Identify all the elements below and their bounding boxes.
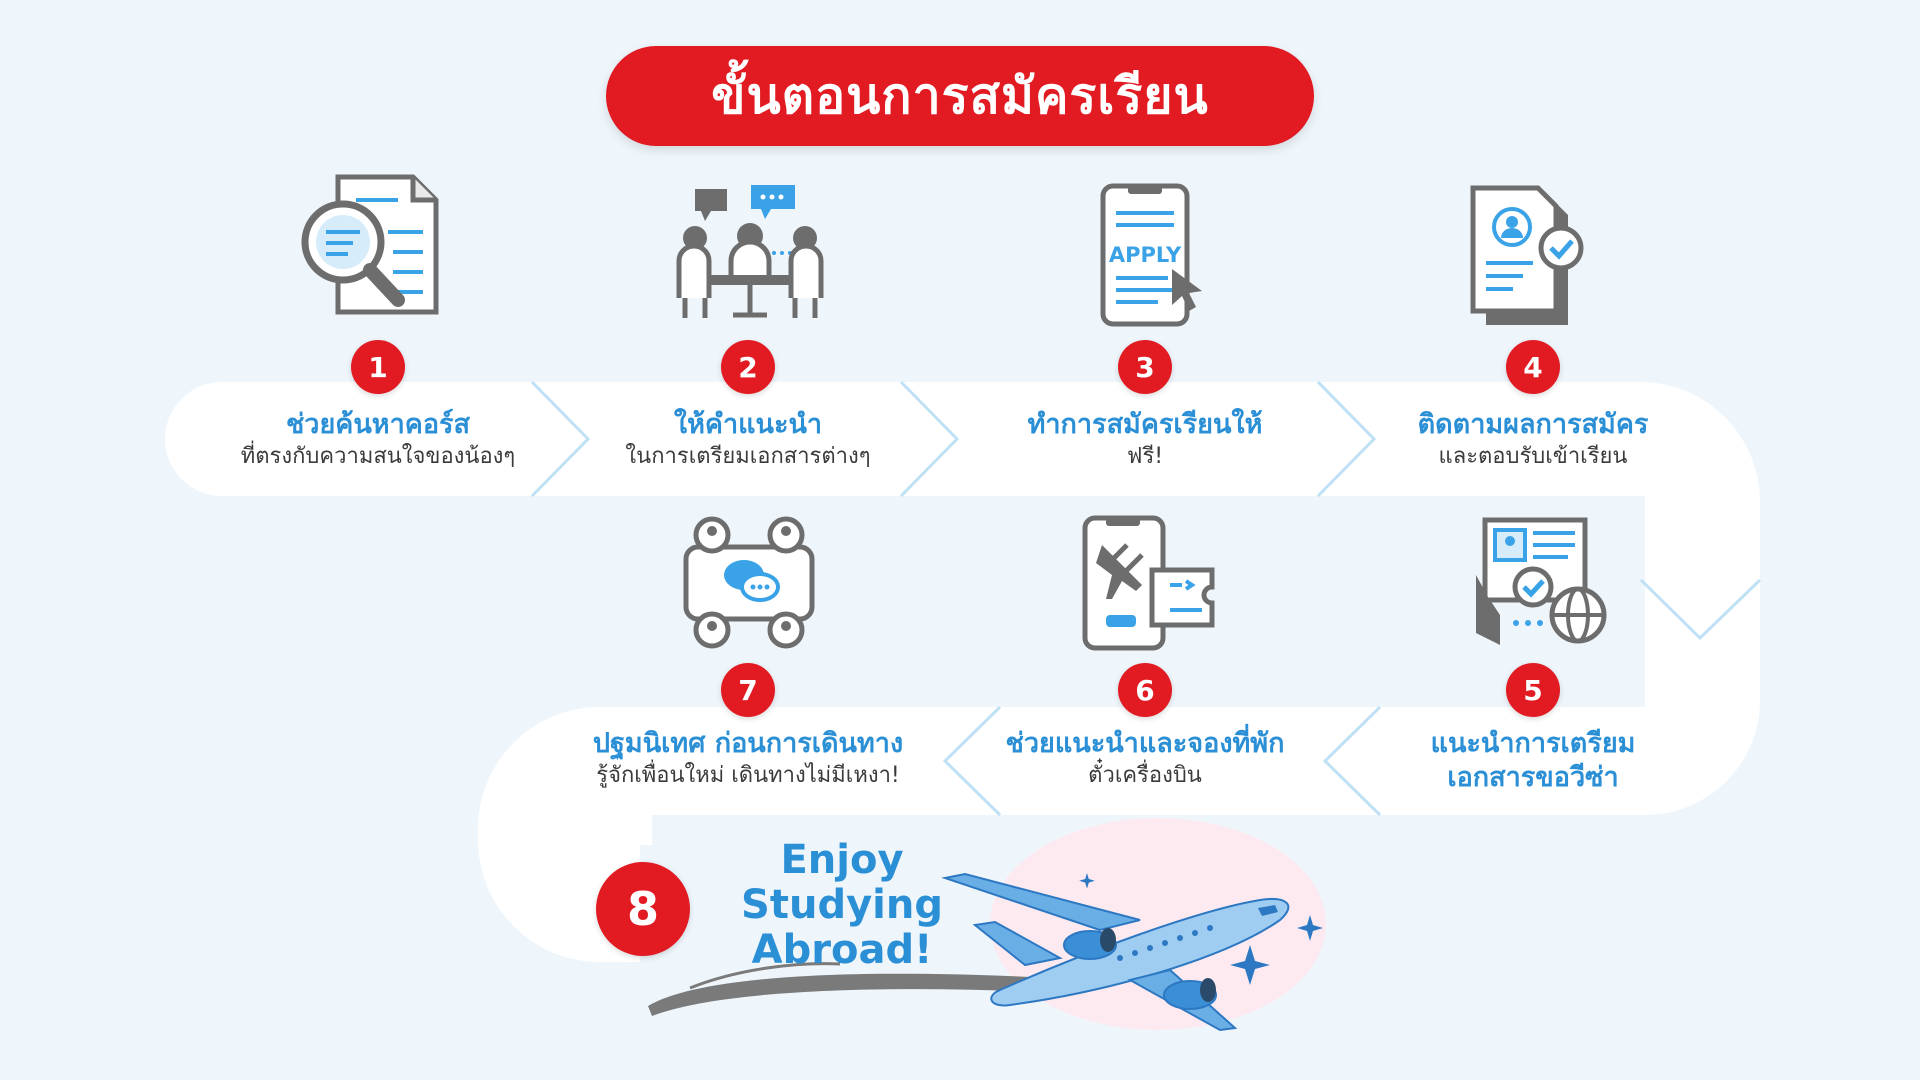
- step-number-7: 7: [721, 663, 775, 717]
- step-2-text: ให้คำแนะนำ ในการเตรียมเอกสารต่างๆ: [625, 408, 870, 472]
- title-banner: ขั้นตอนการสมัครเรียน: [606, 46, 1314, 146]
- profile-document-check-icon: [1470, 185, 1584, 325]
- final-line-2: Studying: [741, 882, 943, 928]
- step-number-5: 5: [1506, 663, 1560, 717]
- step-4-text: ติดตามผลการสมัคร และตอบรับเข้าเรียน: [1418, 408, 1649, 472]
- meeting-chat-icon: [676, 185, 824, 318]
- phone-plane-ticket-icon: [1082, 515, 1215, 651]
- step-number-1: 1: [351, 340, 405, 394]
- step-number-4: 4: [1506, 340, 1560, 394]
- step-4-subtitle: และตอบรับเข้าเรียน: [1438, 444, 1628, 469]
- step-7-title: ปฐมนิเทศ ก่อนการเดินทาง: [592, 728, 904, 759]
- step-1-title: ช่วยค้นหาคอร์ส: [285, 409, 471, 440]
- step-2-subtitle: ในการเตรียมเอกสารต่างๆ: [625, 444, 871, 469]
- step-3-subtitle: ฟรี!: [1126, 444, 1164, 469]
- page-title: ขั้นตอนการสมัครเรียน: [711, 66, 1209, 125]
- step-4-title: ติดตามผลการสมัคร: [1417, 409, 1649, 440]
- step-3-title: ทำการสมัครเรียนให้: [1027, 409, 1263, 440]
- document-search-icon: [301, 174, 439, 315]
- step-number-3: 3: [1118, 340, 1172, 394]
- step-1-text: ช่วยค้นหาคอร์ส ที่ตรงกับความสนใจของน้องๆ: [241, 408, 515, 472]
- step-3-text: ทำการสมัครเรียนให้ ฟรี!: [1028, 408, 1263, 472]
- step-number-6: 6: [1118, 663, 1172, 717]
- passport-globe-icon: [1476, 517, 1607, 645]
- step-5-text: แนะนำการเตรียม เอกสารขอวีซ่า: [1431, 727, 1636, 795]
- phone-apply-icon: APPLY: [1100, 183, 1202, 327]
- group-chat-icon: [683, 516, 815, 649]
- apply-label: APPLY: [1109, 243, 1182, 267]
- step-6-subtitle: ตั๋วเครื่องบิน: [1088, 763, 1202, 788]
- step-2-title: ให้คำแนะนำ: [673, 409, 823, 440]
- step-6-text: ช่วยแนะนำและจองที่พัก ตั๋วเครื่องบิน: [1006, 727, 1285, 791]
- step-5-subtitle: เอกสารขอวีซ่า: [1447, 762, 1619, 793]
- step-7-text: ปฐมนิเทศ ก่อนการเดินทาง รู้จักเพื่อนใหม่…: [593, 727, 903, 791]
- final-line-1: Enjoy: [780, 837, 904, 883]
- final-line-3: Abroad!: [751, 927, 933, 973]
- step-1-subtitle: ที่ตรงกับความสนใจของน้องๆ: [240, 444, 516, 469]
- step-6-title: ช่วยแนะนำและจองที่พัก: [1005, 728, 1285, 759]
- step-5-title: แนะนำการเตรียม: [1430, 728, 1636, 759]
- step-number-2: 2: [721, 340, 775, 394]
- step-7-subtitle: รู้จักเพื่อนใหม่ เดินทางไม่มีเหงา!: [596, 763, 900, 788]
- step-number-8: 8: [596, 862, 690, 956]
- final-message: Enjoy Studying Abroad!: [732, 838, 952, 973]
- airplane-icon: [941, 872, 1323, 1032]
